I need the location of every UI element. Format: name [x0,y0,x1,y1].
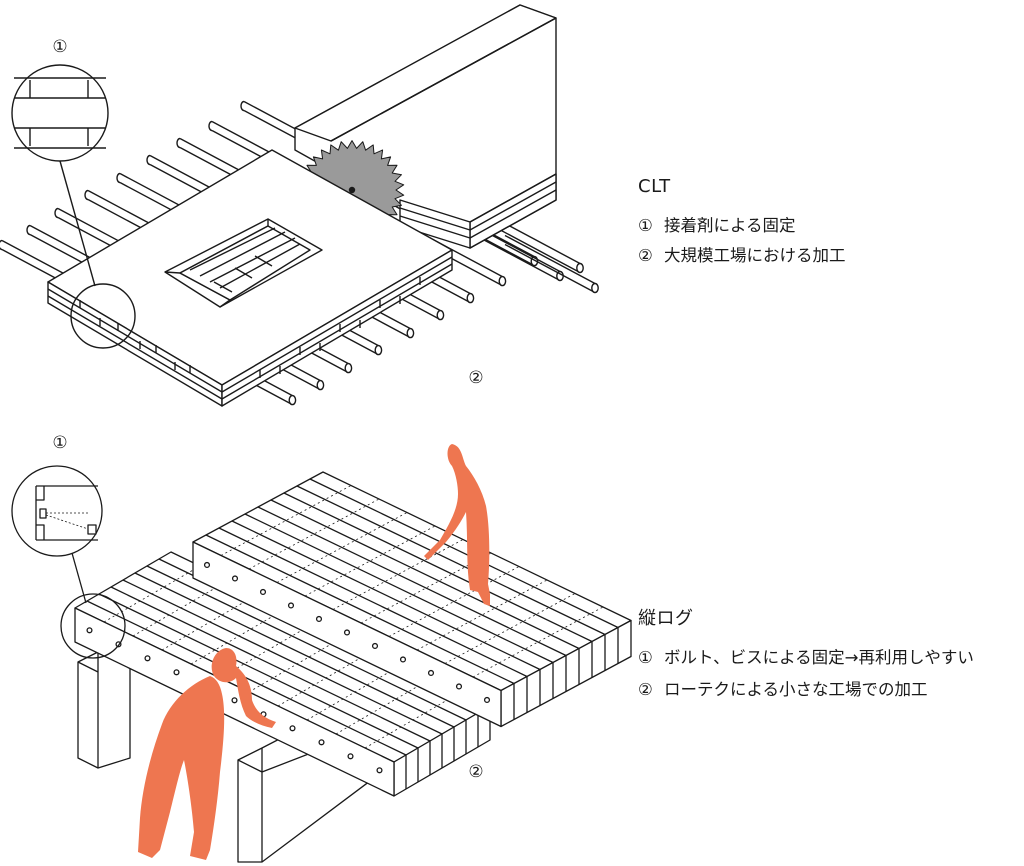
log-joint [335,677,433,735]
clt-item-2-num: ② [638,246,653,265]
log-seam [134,572,455,728]
log-seam [98,593,419,749]
log-joint [132,579,230,637]
bolt-hole [231,575,239,582]
bolt-hole [483,696,491,703]
log-joint [219,621,317,679]
cut-panel [294,4,557,249]
roller-end [466,292,475,304]
clt-label-2: ② [468,368,483,388]
roller-start [54,207,59,219]
log-label-1: ① [52,433,67,453]
clt-item-1-num: ① [638,216,653,235]
clt-diagram: ① ② [0,4,599,407]
log-deck-right [192,471,632,728]
log-item-2-text: ローテクによる小さな工場での加工 [664,680,928,699]
roller-start [84,189,89,201]
bolt-hole [203,561,211,568]
clt-detail-callout [11,64,136,349]
log-item-1-text: ボルト、ビスによる固定→再利用しやすい [664,648,974,667]
clt-item-2-text: 大規模工場における加工 [664,246,846,265]
bolt-hole [231,697,238,704]
bolt-hole [371,642,379,649]
bolt-hole [287,602,295,609]
log-detail-callout [11,465,126,659]
bolt-hole [318,739,325,746]
bolt-hole [289,725,296,732]
bolt-hole [144,655,151,662]
roller [504,234,596,294]
log-deck-left [74,551,491,797]
roller-start [208,120,213,132]
log-seam [296,485,606,636]
log-joint [190,607,288,665]
log-title: 縦ログ [638,608,694,629]
roller-start [26,224,31,236]
log-joint [161,593,259,651]
roller-end [374,344,383,356]
log-item-1: ① ボルト、ビスによる固定→再利用しやすい [638,644,974,668]
roller-end [406,327,415,339]
clt-label-1: ① [52,37,67,57]
roller-end [288,394,297,406]
roller-start [240,100,245,112]
roller-end [344,362,353,374]
roller-start [116,172,121,184]
bolt-hole [86,627,93,634]
worker-bending-figure [138,648,276,860]
log-joint [306,663,404,721]
log-seam [270,499,580,650]
worker-figures [138,444,490,860]
log-item-2: ② ローテクによる小さな工場での加工 [638,676,928,700]
log-seam [110,586,431,742]
bolt-hole [399,656,407,663]
roller-start [0,239,3,251]
bolt-hole [376,767,383,774]
log-seam [244,513,554,664]
log-seam [205,534,515,685]
log-joint [364,691,462,749]
log-item-1-num: ① [638,648,653,667]
log-seam [257,506,567,657]
log-seam [218,527,528,678]
log-seam [122,579,443,735]
roller-start [176,137,181,149]
log-joint [103,565,201,623]
log-joint [248,635,346,693]
clt-item-1: ① 接着剤による固定 [638,212,796,236]
bolt-hole [343,629,351,636]
log-label-2: ② [468,762,483,782]
log-seam [86,600,407,756]
roller-end [436,309,445,321]
bolt-hole [455,683,463,690]
log-seam [146,565,467,721]
roller-end [498,275,507,287]
clt-item-2: ② 大規模工場における加工 [638,242,846,266]
bolt-hole [173,669,180,676]
worker-standing-figure [424,444,490,606]
log-seam [231,520,541,671]
bolt-hole [347,753,354,760]
log-diagram: ① ② [11,433,632,863]
clt-item-1-text: 接着剤による固定 [664,216,796,235]
roller-start [146,154,151,166]
log-seam [309,478,619,629]
roller-end [576,262,584,274]
log-joint [277,649,375,707]
log-item-2-num: ② [638,680,653,699]
roller-end [316,379,325,391]
bolt-hole [427,669,435,676]
clt-slab [47,149,453,407]
bolt-hole [315,615,323,622]
roller-end [591,282,599,294]
clt-title: CLT [638,176,671,197]
log-seam [283,492,593,643]
bolt-hole [259,588,267,595]
